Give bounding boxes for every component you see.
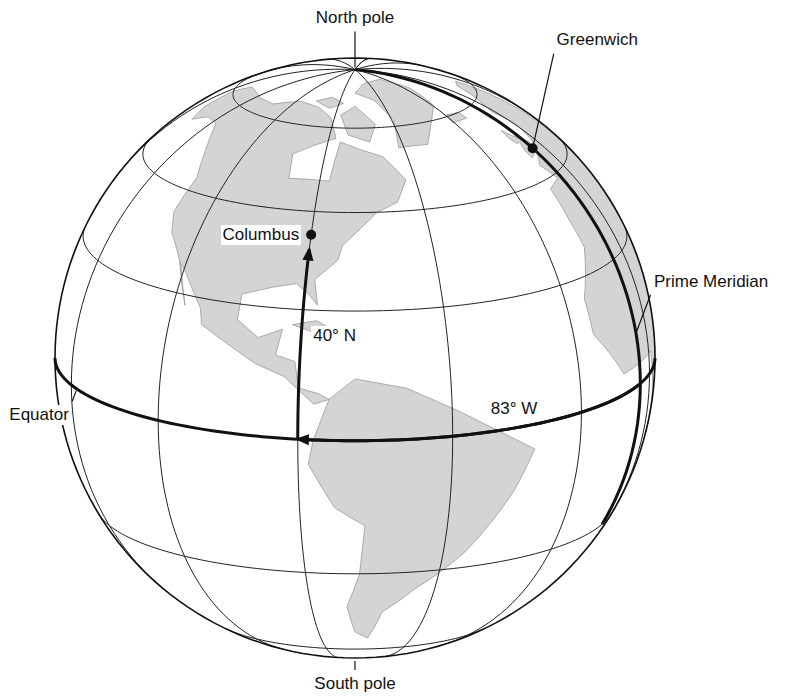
graticule-line bbox=[355, 58, 371, 69]
longitude-arrow bbox=[298, 384, 641, 441]
text-label: South pole bbox=[312, 674, 397, 694]
leader-line bbox=[533, 54, 554, 147]
location-dot bbox=[528, 143, 538, 153]
graticule-line bbox=[355, 58, 371, 69]
graticule-line bbox=[327, 59, 355, 69]
graticule-line bbox=[158, 70, 355, 650]
prime-meridian-line bbox=[355, 70, 640, 525]
land-mass bbox=[172, 87, 406, 404]
graticule-line bbox=[298, 70, 355, 658]
graticule-line bbox=[355, 70, 453, 657]
text-label: 40° N bbox=[311, 326, 358, 346]
land-mass bbox=[341, 106, 376, 142]
leader-line bbox=[354, 661, 355, 670]
graticule-line bbox=[99, 514, 611, 574]
leader-line bbox=[72, 391, 76, 401]
graticule-line bbox=[355, 70, 649, 531]
land-mass bbox=[447, 112, 467, 123]
graticule-line bbox=[143, 137, 567, 212]
text-label: 83° W bbox=[489, 399, 539, 419]
leader-line bbox=[354, 32, 355, 68]
latitude-arrow bbox=[298, 249, 310, 439]
text-label: Prime Meridian bbox=[652, 272, 770, 292]
text-label: Columbus bbox=[221, 225, 302, 245]
globe-outline bbox=[55, 58, 655, 658]
globe-ground bbox=[55, 58, 655, 658]
equator-line bbox=[55, 358, 655, 441]
graticule-line bbox=[225, 628, 485, 649]
text-label: Equator bbox=[7, 405, 71, 425]
text-label: North pole bbox=[314, 8, 396, 28]
graticule-line bbox=[355, 70, 581, 644]
text-label: Greenwich bbox=[555, 30, 640, 50]
graticule-line bbox=[83, 226, 627, 311]
graticule-line bbox=[355, 68, 542, 123]
leader-line bbox=[637, 295, 651, 331]
graticule-line bbox=[233, 73, 477, 128]
location-dot bbox=[306, 230, 316, 240]
